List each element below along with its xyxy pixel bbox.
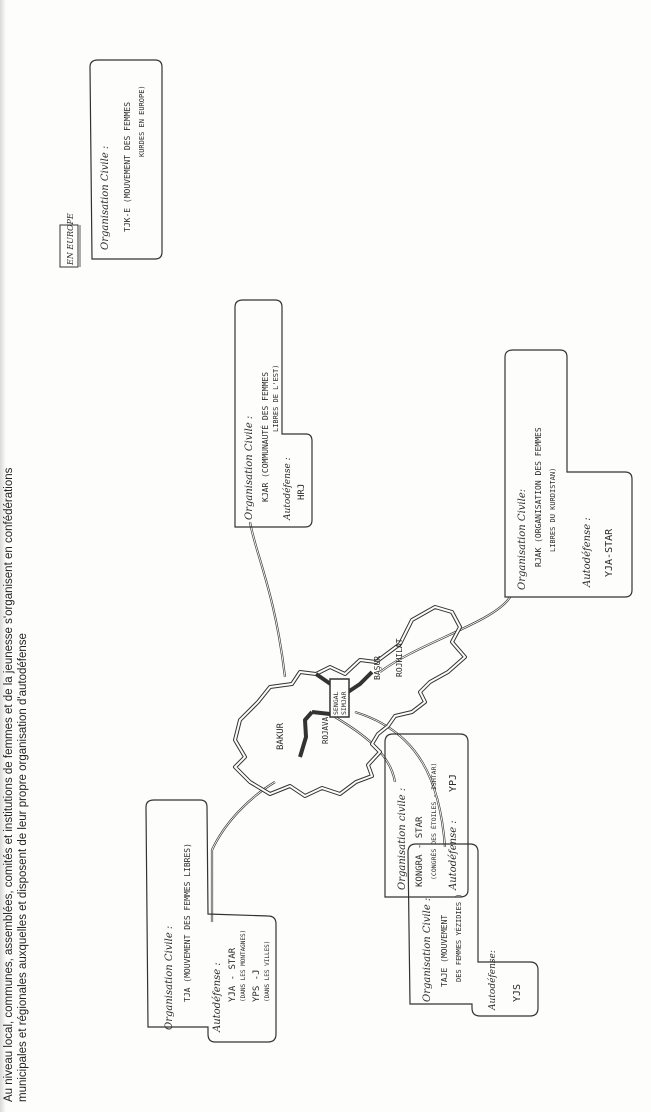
rojava-organisation-box: Organisation civile : KONGRA - STAR (CON… — [384, 733, 469, 898]
bakur-defense-label: Autodéfense : — [212, 962, 223, 1033]
rojava-defense-ypj: YPJ — [448, 774, 459, 792]
europe-organisation-box: EN EUROPE Organisation Civile : TJK-E (M… — [59, 59, 163, 268]
rojhilat-civil-org: KJAR (COMMUNAUTÉ DES FEMMES — [259, 372, 270, 502]
basur-civil-org-2: LIBRES DU KURDISTAN) — [549, 468, 557, 552]
europe-heading: EN EUROPE — [66, 213, 75, 266]
basur-defense-label: Autodéfense : — [582, 517, 593, 588]
sengal-box-outline — [407, 843, 539, 1017]
bakur-defense-yps-note: (DANS LES VILLES) — [264, 941, 271, 1002]
rojhilat-defense-label: Autodéfense : — [282, 457, 293, 521]
region-label-rojava: ROJAVA — [321, 716, 330, 744]
europe-box-outline — [89, 59, 163, 260]
connector-bakur — [210, 781, 276, 922]
bakur-defense-yps: YPS -J — [252, 969, 262, 1002]
rojhilat-defense-hrj: HRJ — [297, 484, 307, 500]
region-label-rojhilat: ROJHILAT — [395, 638, 404, 677]
scan-edge-shadow — [0, 0, 6, 1112]
rojhilat-organisation-box: Organisation Civile : KJAR (COMMUNAUTÉ D… — [234, 299, 313, 528]
europe-heading-box — [59, 224, 79, 268]
region-label-sengal: SENGAL — [332, 691, 340, 715]
bakur-defense-yja: YJA - STAR — [228, 947, 238, 1002]
basur-organisation-box: Organisation Civile: RJAK (ORGANISATION … — [504, 349, 633, 598]
kurdistan-regions-map: BAKUR ROJAVA SENGAL SIMJAR BAŞUR ROJHILA… — [233, 605, 467, 798]
bakur-box-outline — [145, 799, 277, 1043]
basur-civil-org: RJAK (ORGANISATION DES FEMMES — [534, 427, 543, 567]
europe-civil-org-2: KURDES EN EUROPE) — [138, 85, 146, 157]
rojava-civil-label: Organisation civile : — [397, 788, 408, 890]
basur-civil-label: Organisation Civile: — [517, 489, 528, 590]
basur-border — [343, 670, 374, 696]
sengal-civil-org: TAJE (MOUVEMENT — [440, 915, 449, 987]
rojava-defense-label: Autodéfense : — [448, 820, 459, 891]
rojhilat-civil-label: Organisation Civile : — [244, 416, 255, 520]
sengal-defense-yjs: YJS — [512, 984, 523, 1002]
basur-box-outline — [504, 349, 633, 598]
connector-rojhilat — [248, 521, 287, 678]
sengal-organisation-box: Organisation Civile : TAJE (MOUVEMENT DE… — [407, 843, 539, 1017]
region-label-simjar: SIMJAR — [340, 691, 348, 715]
rojhilat-civil-org-2: LIBRES DE L'EST) — [272, 365, 280, 432]
europe-civil-label: Organisation Civile : — [100, 146, 111, 250]
rojhilat-box-outline — [234, 299, 313, 528]
basur-defense-yja-star: YJA-STAR — [604, 528, 615, 577]
bakur-border — [298, 710, 314, 758]
sengal-box — [329, 678, 350, 718]
sengal-civil-org-2: DES FEMMES YÉZIDIES ) — [454, 893, 463, 982]
bakur-civil-org: TJA (MOUVEMENT DES FEMMES LIBRES) — [183, 843, 192, 1002]
bakur-civil-label: Organisation Civile : — [164, 926, 175, 1030]
rojava-civil-note: (CONGRÈS DES ÉTOILES - ISHTAR) — [429, 763, 438, 880]
bakur-organisation-box: Organisation Civile : TJA (MOUVEMENT DES… — [145, 799, 277, 1043]
region-label-basur: BAŞUR — [373, 656, 382, 680]
sengal-civil-label: Organisation Civile : — [422, 898, 433, 1002]
rojava-civil-org: KONGRA - STAR — [415, 816, 425, 887]
sengal-defense-label: Autodéfense: — [487, 950, 498, 1011]
bakur-defense-yja-note: (DANS LES MONTAGNES) — [240, 930, 247, 1002]
europe-civil-org: TJK-E (MOUVEMENT DES FEMMES — [123, 102, 132, 232]
rojava-box-outline — [384, 733, 469, 898]
region-label-bakur: BAKUR — [276, 722, 286, 750]
connector-lines — [210, 521, 511, 922]
